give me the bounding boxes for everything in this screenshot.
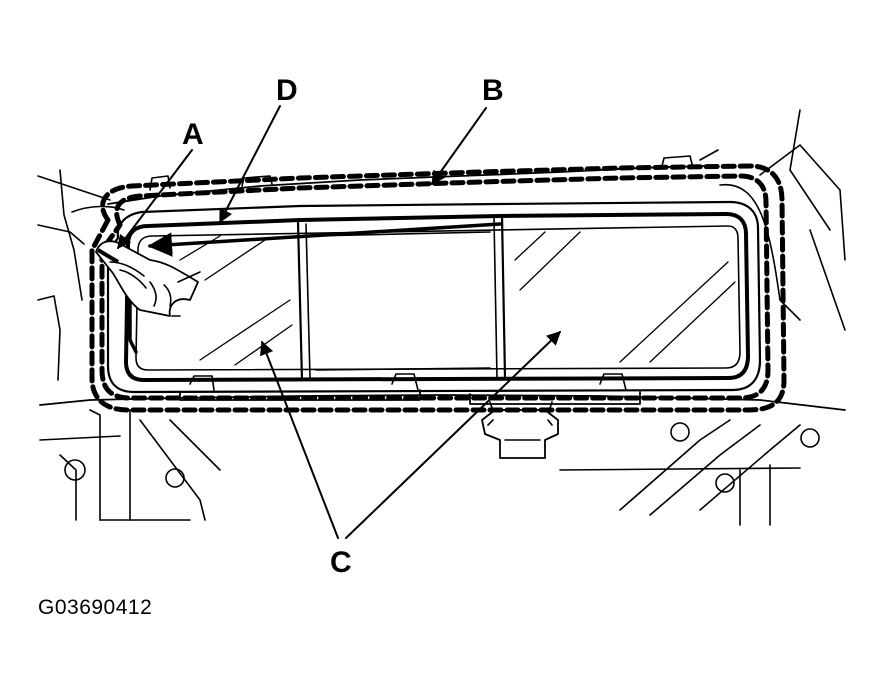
leader-arrows bbox=[117, 105, 562, 539]
callout-d: D bbox=[276, 74, 298, 107]
arrow-c-right bbox=[345, 331, 562, 539]
callout-b: B bbox=[482, 74, 504, 107]
dashed-bead bbox=[89, 163, 787, 413]
arrow-d-strip bbox=[147, 222, 502, 257]
figure-code: G03690412 bbox=[38, 596, 153, 619]
callout-a: A bbox=[182, 118, 204, 151]
hand-illustration bbox=[95, 240, 201, 317]
arrow-a bbox=[117, 149, 193, 250]
callout-c: C bbox=[330, 546, 352, 579]
arrow-d bbox=[219, 105, 281, 224]
arrow-b bbox=[431, 107, 487, 186]
arrow-c-left bbox=[260, 340, 339, 539]
window-frame bbox=[106, 200, 762, 405]
